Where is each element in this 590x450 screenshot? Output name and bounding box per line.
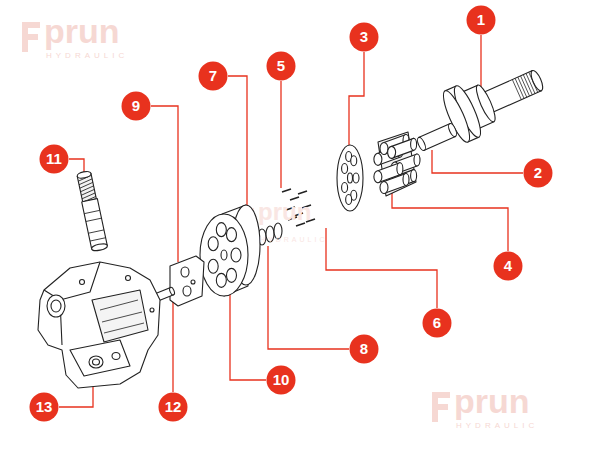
watermark-text: HYDRAULIC bbox=[260, 236, 327, 243]
pump-housing bbox=[38, 262, 160, 388]
watermark-text: prun bbox=[454, 384, 530, 418]
drive-shaft bbox=[439, 53, 552, 144]
callout-circle: 3 bbox=[349, 22, 379, 52]
callout-number: 9 bbox=[121, 91, 151, 121]
piston-cluster bbox=[374, 132, 420, 196]
callout-circle: 5 bbox=[266, 51, 296, 81]
callout-fill bbox=[199, 62, 228, 91]
valve-block bbox=[200, 205, 260, 296]
watermark-text: prun bbox=[258, 200, 311, 224]
callout-fill bbox=[267, 366, 296, 395]
port-plate bbox=[170, 256, 204, 306]
callout-number: 11 bbox=[39, 144, 69, 174]
callout-fill bbox=[122, 92, 151, 121]
center-pin bbox=[416, 122, 458, 151]
watermark-logo bbox=[22, 22, 450, 422]
callout-fill bbox=[267, 52, 296, 81]
callout-number: 1 bbox=[466, 5, 496, 35]
callout-number: 13 bbox=[29, 392, 59, 422]
callout-number: 12 bbox=[158, 392, 188, 422]
callout-fill bbox=[350, 23, 379, 52]
callout-fill bbox=[159, 393, 188, 422]
callout-number: 8 bbox=[349, 334, 379, 364]
callout-circle: 9 bbox=[121, 91, 151, 121]
callout-number: 2 bbox=[523, 158, 553, 188]
callout-circle: 2 bbox=[523, 158, 553, 188]
callout-circle: 10 bbox=[266, 365, 296, 395]
callout-fill bbox=[524, 159, 553, 188]
callout-circle: 6 bbox=[422, 308, 452, 338]
callout-fill bbox=[30, 393, 59, 422]
watermark-text: prun bbox=[44, 14, 120, 48]
callout-number: 6 bbox=[422, 308, 452, 338]
callout-number: 7 bbox=[198, 61, 228, 91]
watermark-text: HYDRAULIC bbox=[456, 422, 538, 430]
retainer-plate bbox=[337, 145, 363, 211]
callout-circle: 12 bbox=[158, 392, 188, 422]
callout-circle: 13 bbox=[29, 392, 59, 422]
pump-parts bbox=[38, 53, 552, 388]
callout-number: 10 bbox=[266, 365, 296, 395]
callout-fill bbox=[494, 252, 523, 281]
callout-number: 5 bbox=[266, 51, 296, 81]
callout-fill bbox=[350, 335, 379, 364]
watermark-text: HYDRAULIC bbox=[46, 52, 128, 60]
callout-circle: 1 bbox=[466, 5, 496, 35]
valve-spool bbox=[76, 170, 108, 252]
callout-fill bbox=[467, 6, 496, 35]
callout-fill bbox=[40, 145, 69, 174]
callout-circle: 11 bbox=[39, 144, 69, 174]
callout-circle: 4 bbox=[493, 251, 523, 281]
callout-fill bbox=[423, 309, 452, 338]
callout-number: 4 bbox=[493, 251, 523, 281]
callout-number: 3 bbox=[349, 22, 379, 52]
callout-circle: 8 bbox=[349, 334, 379, 364]
callout-circle: 7 bbox=[198, 61, 228, 91]
